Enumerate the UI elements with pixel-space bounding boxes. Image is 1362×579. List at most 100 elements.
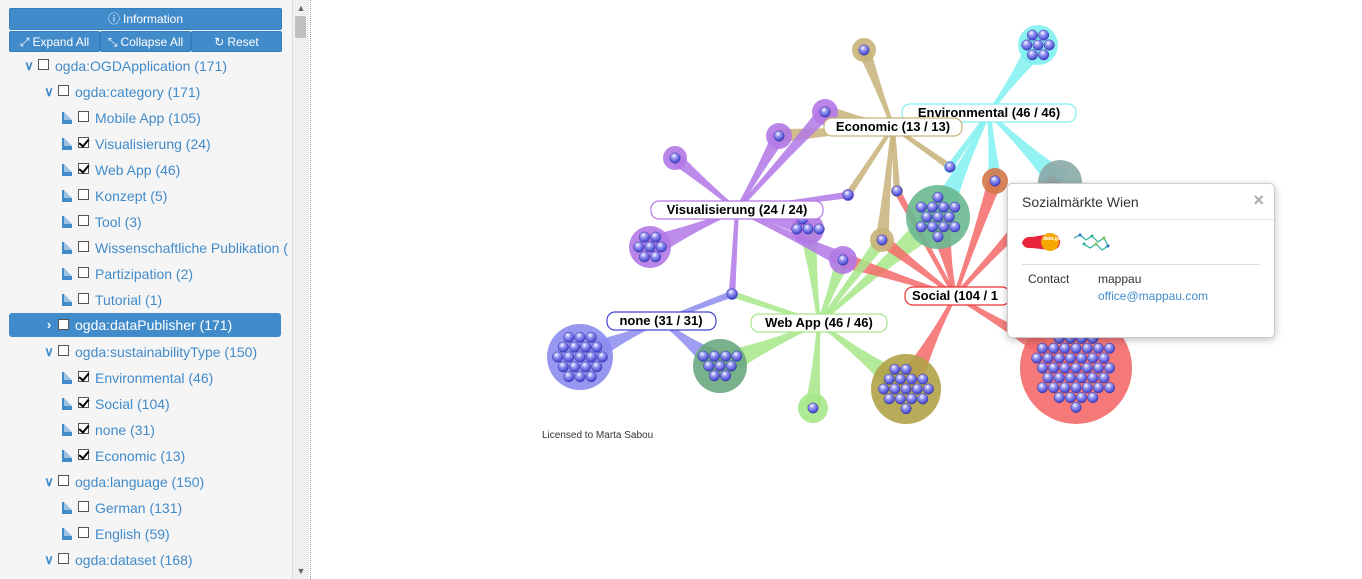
tree-leaf[interactable]: English (59)	[0, 521, 292, 547]
item-ball	[1048, 342, 1060, 354]
item-ball	[1026, 29, 1038, 41]
tree-leaf[interactable]: Mobile App (105)	[0, 105, 292, 131]
cluster-label-visualisierung[interactable]: Visualisierung (24 / 24)	[650, 200, 824, 220]
tree-leaf[interactable]: Konzept (5)	[0, 183, 292, 209]
tree-node-category[interactable]: ∨ ogda:category (171)	[0, 79, 292, 105]
chevron-down-icon[interactable]: ∨	[24, 58, 34, 73]
item-ball	[889, 383, 901, 395]
tree-leaf[interactable]: Partizipation (2)	[0, 261, 292, 287]
cluster-label-none[interactable]: none (31 / 31)	[606, 311, 717, 331]
contact-name: mappau	[1098, 272, 1142, 286]
checkbox[interactable]	[78, 267, 89, 278]
tree-leaf[interactable]: Visualisierung (24)	[0, 131, 292, 157]
popup-separator	[1022, 264, 1260, 265]
file-icon	[62, 216, 72, 228]
checkbox[interactable]	[78, 527, 89, 538]
file-icon	[62, 138, 72, 150]
item-ball	[906, 393, 918, 405]
expand-all-button[interactable]: ⤢Expand All	[9, 31, 100, 52]
tree-leaf[interactable]: Tool (3)	[0, 209, 292, 235]
tree-leaf[interactable]: Web App (46)	[0, 157, 292, 183]
chevron-down-icon[interactable]: ∨	[44, 474, 54, 489]
panel-divider[interactable]	[310, 0, 311, 579]
checkbox[interactable]	[78, 423, 89, 434]
tree-leaf[interactable]: Wissenschaftliche Publikation (	[0, 235, 292, 261]
item-ball	[1092, 362, 1104, 374]
checkbox[interactable]	[58, 345, 69, 356]
tree-leaf[interactable]: Social (104)	[0, 391, 292, 417]
checkbox[interactable]	[58, 553, 69, 564]
scroll-up-icon[interactable]: ▲	[296, 3, 306, 13]
close-icon[interactable]: ×	[1253, 190, 1264, 210]
chevron-right-icon[interactable]: ›	[46, 317, 52, 332]
item-ball	[1031, 352, 1043, 364]
checkbox[interactable]	[38, 59, 49, 70]
item-ball	[911, 383, 923, 395]
checkbox[interactable]	[78, 189, 89, 200]
item-ball	[943, 211, 955, 223]
checkbox[interactable]	[58, 319, 69, 330]
checkbox[interactable]	[78, 163, 89, 174]
tree-node-dataset[interactable]: ∨ ogda:dataset (168)	[0, 547, 292, 573]
tree-node-language[interactable]: ∨ ogda:language (150)	[0, 469, 292, 495]
tree-leaf[interactable]: Environmental (46)	[0, 365, 292, 391]
item-ball	[574, 371, 586, 383]
cluster-label-economic[interactable]: Economic (13 / 13)	[823, 117, 963, 137]
checkbox[interactable]	[78, 241, 89, 252]
scroll-down-icon[interactable]: ▼	[296, 566, 306, 576]
tree-leaf[interactable]: Tutorial (1)	[0, 287, 292, 313]
expand-icon: ⤢	[19, 35, 30, 49]
scroll-thumb[interactable]	[295, 16, 306, 38]
link-ribbon	[804, 322, 822, 409]
item-ball	[580, 361, 592, 373]
item-ball	[949, 201, 961, 213]
checkbox[interactable]	[78, 111, 89, 122]
item-ball	[568, 341, 580, 353]
item-ball	[813, 223, 825, 235]
checkbox[interactable]	[58, 475, 69, 486]
tree-node-datapublisher[interactable]: › ogda:dataPublisher (171)	[9, 313, 281, 337]
cluster-label-webapp[interactable]: Web App (46 / 46)	[750, 313, 888, 333]
tree-leaf[interactable]: none (31)	[0, 417, 292, 443]
mappau-logo-icon[interactable]	[1073, 233, 1110, 251]
item-ball	[1042, 352, 1054, 364]
item-ball	[1104, 342, 1116, 354]
link-ribbon	[857, 47, 895, 128]
item-ball	[773, 130, 785, 142]
chevron-down-icon[interactable]: ∨	[44, 84, 54, 99]
item-ball	[633, 241, 645, 253]
collapse-all-button[interactable]: ⤡Collapse All	[100, 31, 191, 52]
item-ball	[1098, 352, 1110, 364]
contact-email-link[interactable]: office@mappau.com	[1098, 289, 1209, 303]
bubble-graph[interactable]: Environmental (46 / 46) Economic (13 / 1…	[311, 0, 1362, 579]
sidebar-scrollbar[interactable]: ▲ ▼	[292, 0, 309, 579]
reset-button[interactable]: ↻Reset	[191, 31, 282, 52]
item-ball	[1087, 392, 1099, 404]
tree-leaf[interactable]: Economic (13)	[0, 443, 292, 469]
item-ball	[938, 221, 950, 233]
file-icon	[62, 450, 72, 462]
item-ball	[819, 106, 831, 118]
item-ball	[878, 383, 890, 395]
file-icon	[62, 164, 72, 176]
checkbox[interactable]	[78, 501, 89, 512]
tree-node-root[interactable]: ∨ ogda:OGDApplication (171)	[0, 53, 292, 79]
cluster-label-social[interactable]: Social (104 / 1	[904, 286, 1011, 306]
tree-node-sustainability[interactable]: ∨ ogda:sustainabilityType (150)	[0, 339, 292, 365]
checkbox[interactable]	[78, 293, 89, 304]
checkbox[interactable]	[78, 397, 89, 408]
chevron-down-icon[interactable]: ∨	[44, 552, 54, 567]
checkbox[interactable]	[78, 371, 89, 382]
checkbox[interactable]	[58, 85, 69, 96]
label-text-economic: Economic (13 / 13)	[836, 119, 950, 134]
item-ball	[938, 201, 950, 213]
checkbox[interactable]	[78, 137, 89, 148]
item-ball	[932, 211, 944, 223]
tree-leaf[interactable]: German (131)	[0, 495, 292, 521]
checkbox[interactable]	[78, 215, 89, 226]
chevron-down-icon[interactable]: ∨	[44, 344, 54, 359]
data-gv-at-logo[interactable]: data.gv.at	[1022, 233, 1066, 251]
checkbox[interactable]	[78, 449, 89, 460]
